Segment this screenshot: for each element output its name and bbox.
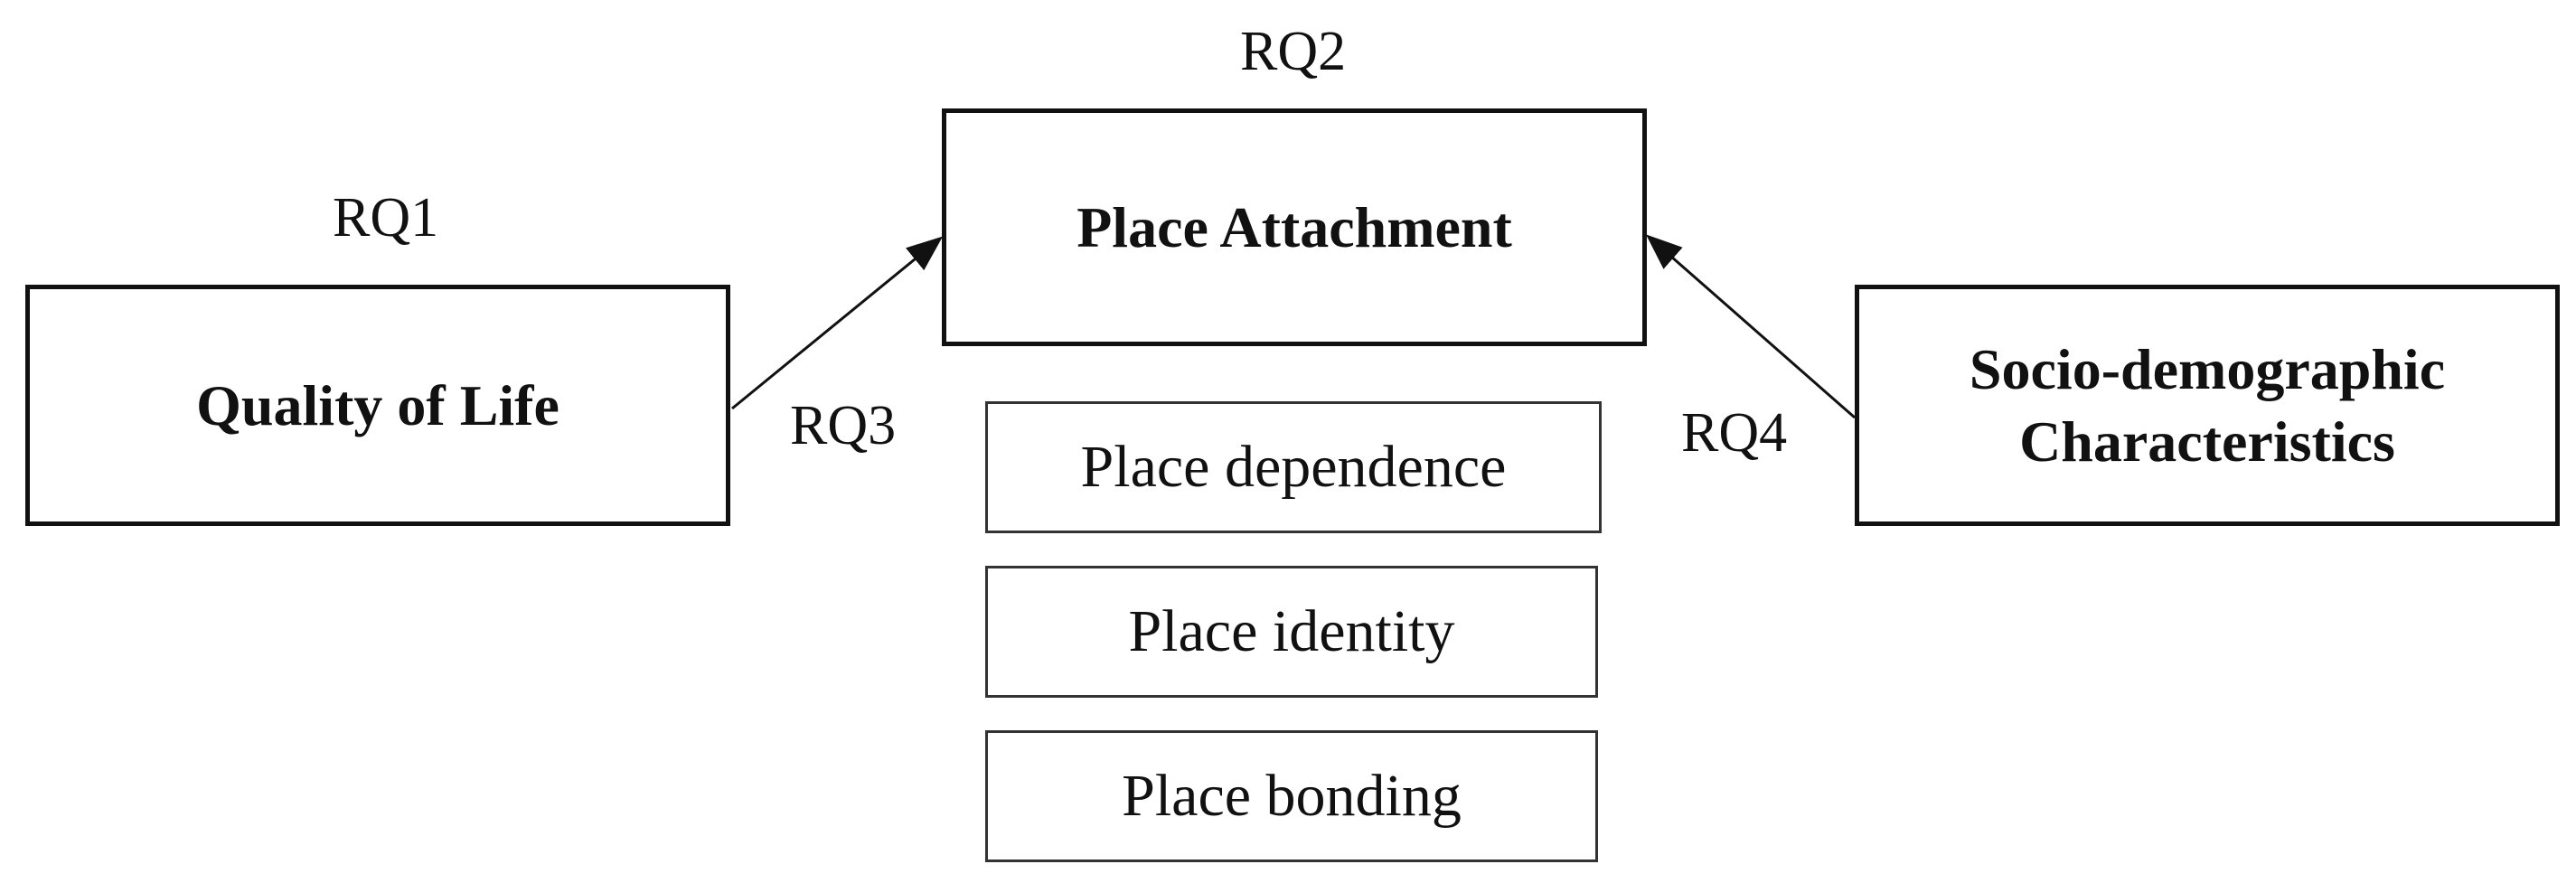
rq3-label: RQ3 — [790, 395, 897, 456]
quality-of-life-box: Quality of Life — [25, 285, 730, 526]
rq2-label: RQ2 — [1240, 21, 1347, 82]
arrow-quality-to-attachment — [731, 236, 944, 410]
place-identity-box: Place identity — [985, 566, 1598, 698]
place-bonding-label: Place bonding — [1122, 763, 1462, 829]
rq4-label: RQ4 — [1681, 402, 1788, 464]
quality-of-life-label: Quality of Life — [196, 372, 559, 437]
socio-demographic-label-line-2: Characteristics — [2019, 409, 2395, 474]
arrow-socio-to-attachment — [1645, 234, 1856, 419]
place-dependence-box: Place dependence — [985, 401, 1602, 533]
place-dependence-label: Place dependence — [1080, 434, 1507, 500]
place-attachment-label: Place Attachment — [1076, 194, 1512, 259]
place-identity-label: Place identity — [1128, 598, 1455, 664]
place-attachment-box: Place Attachment — [942, 108, 1647, 346]
place-bonding-box: Place bonding — [985, 730, 1598, 862]
rq1-label: RQ1 — [333, 187, 439, 249]
socio-demographic-label-line-1: Socio-demographic — [1969, 336, 2446, 401]
